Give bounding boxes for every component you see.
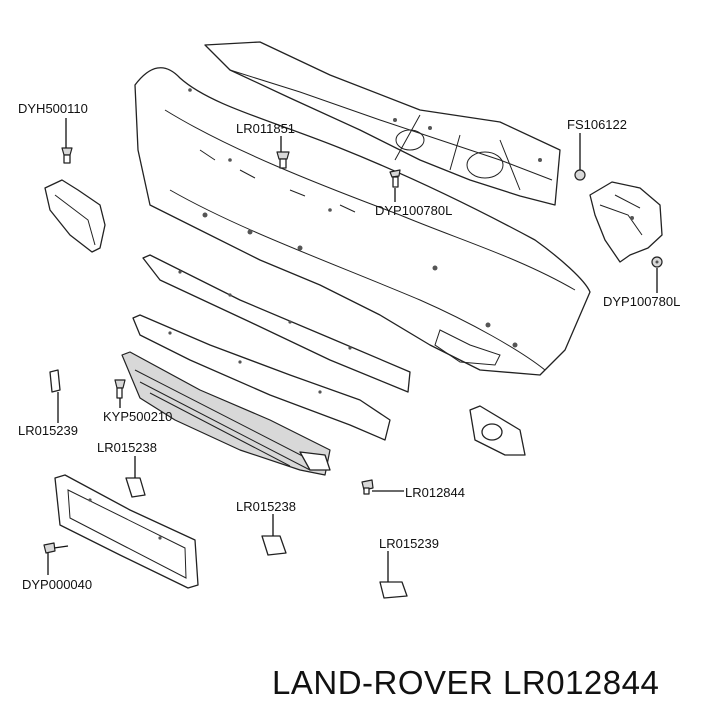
upper-trim-strip bbox=[142, 254, 411, 393]
left-bracket bbox=[44, 179, 106, 253]
fog-lamp-bezel bbox=[469, 405, 526, 456]
license-plate-holder bbox=[54, 474, 199, 589]
reinforcement-beam bbox=[204, 41, 561, 206]
fastener-dyp100780l-center bbox=[389, 169, 401, 188]
clip-kyp500210 bbox=[114, 379, 126, 399]
right-bracket bbox=[589, 181, 663, 263]
callout-lr015239-left: LR015239 bbox=[18, 423, 78, 438]
clip-lr015239-left bbox=[49, 369, 61, 393]
fastener-lr011851 bbox=[276, 151, 290, 169]
callout-dyp000040: DYP000040 bbox=[22, 577, 93, 592]
bumper-cover bbox=[134, 67, 591, 376]
mesh-grille bbox=[121, 351, 331, 476]
fastener-dyp100780l-right bbox=[651, 256, 663, 268]
clip-lr015238-left bbox=[125, 477, 146, 498]
callout-lr015238-center: LR015238 bbox=[236, 499, 296, 514]
callout-lr015239-bottom: LR015239 bbox=[379, 536, 439, 551]
callout-dyp100780l-right: DYP100780L bbox=[603, 294, 681, 309]
clip-lr015239-bottom bbox=[379, 581, 408, 599]
callout-fs106122: FS106122 bbox=[567, 117, 627, 132]
callout-kyp500210: KYP500210 bbox=[103, 409, 173, 424]
fastener-dyh500110 bbox=[61, 147, 73, 164]
part-number-title: LAND-ROVER LR012844 bbox=[272, 664, 660, 701]
callout-lr012844: LR012844 bbox=[405, 485, 465, 500]
fastener-fs106122 bbox=[574, 169, 586, 181]
clip-lr015238-center bbox=[261, 535, 287, 556]
callout-dyh500110: DYH500110 bbox=[18, 101, 88, 116]
screw-dyp000040 bbox=[43, 542, 69, 554]
lower-trim-strip bbox=[132, 314, 391, 441]
callout-lr011851: LR011851 bbox=[236, 121, 296, 136]
callout-dyp100780l-center: DYP100780L bbox=[375, 203, 453, 218]
callout-lr015238-left: LR015238 bbox=[97, 440, 157, 455]
clip-lr012844 bbox=[361, 479, 374, 495]
leader-lines bbox=[47, 118, 658, 582]
